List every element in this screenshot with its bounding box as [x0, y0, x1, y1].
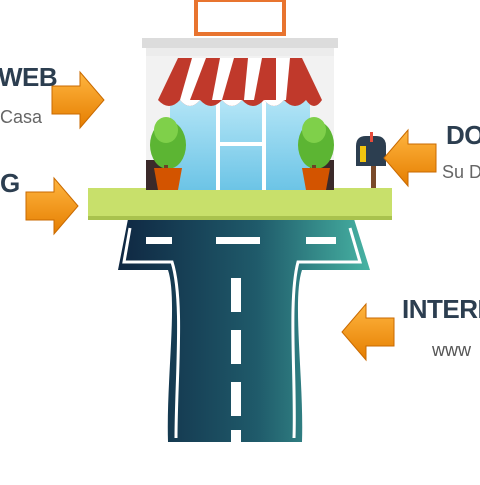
internet-label-title: INTERN	[402, 294, 480, 324]
platform	[88, 188, 392, 220]
potted-plant-icon	[298, 117, 334, 190]
store-door-mid	[220, 142, 262, 146]
mailbox-icon	[356, 132, 386, 188]
potted-plant-icon	[150, 117, 186, 190]
road-dash	[216, 237, 260, 244]
web-label-title: WEB	[0, 62, 58, 92]
platform-top	[88, 188, 392, 220]
store-sign	[194, 0, 286, 36]
storefront-icon	[142, 0, 338, 190]
left-pointing-arrow-icon	[51, 70, 105, 130]
left-pointing-arrow-icon	[25, 176, 79, 236]
store-roof-band	[146, 48, 334, 56]
road-dash	[231, 430, 241, 442]
awning	[158, 58, 322, 106]
road-dash	[231, 330, 241, 364]
platform-shade	[88, 216, 392, 220]
domain-label-subtitle: Su D	[442, 162, 480, 182]
road-dash	[231, 382, 241, 416]
road-surface	[118, 219, 370, 442]
left-pointing-arrow-icon	[383, 128, 437, 188]
domain-label-title: DO	[446, 120, 480, 150]
web-label-subtitle: Casa	[0, 107, 43, 127]
road-dash	[231, 278, 241, 312]
road	[118, 219, 370, 442]
left-pointing-arrow-icon	[341, 302, 395, 362]
g-label-title: G	[0, 168, 20, 198]
road-dash	[146, 237, 172, 244]
road-dash	[306, 237, 336, 244]
road-edge-right	[291, 227, 363, 439]
store-roof	[142, 38, 338, 48]
internet-label-subtitle: www	[432, 340, 471, 360]
road-edge-left	[122, 227, 181, 439]
